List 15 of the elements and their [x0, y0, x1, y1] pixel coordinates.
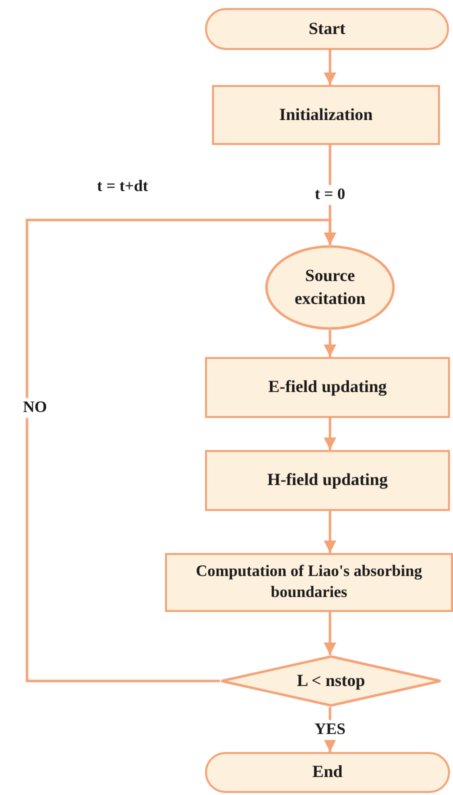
- loop-label: t = t+dt: [97, 178, 148, 196]
- terminal-box: Start: [205, 8, 449, 50]
- decision-diamond: L < nstop: [220, 655, 442, 707]
- arrow: [26, 218, 336, 682]
- arrow: [324, 330, 336, 357]
- arrow: [324, 418, 336, 450]
- process-box: H-field updating: [205, 450, 450, 511]
- arrow: [324, 612, 336, 655]
- process-box: Computation of Liao's absorbing boundaries: [165, 553, 453, 612]
- process-ellipse: Source excitation: [265, 245, 395, 330]
- arrow: [324, 511, 336, 553]
- terminal-box: End: [205, 752, 450, 793]
- arrow: [324, 50, 336, 85]
- process-box: Initialization: [212, 85, 440, 145]
- process-box: E-field updating: [205, 357, 450, 418]
